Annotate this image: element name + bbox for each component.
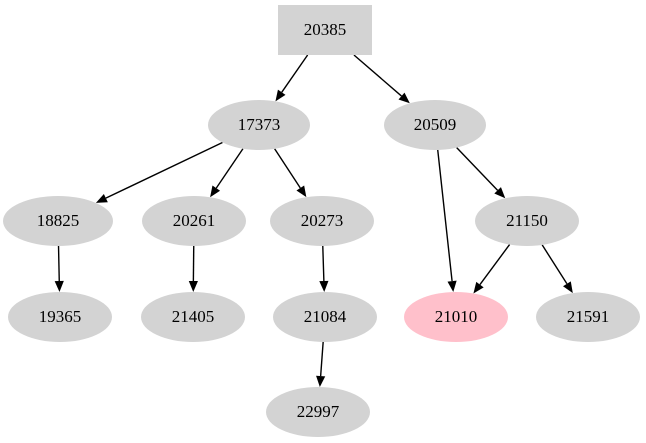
node-shape-22997[interactable] xyxy=(266,387,370,437)
graph-edge-arrowhead xyxy=(473,281,484,294)
edges-layer xyxy=(54,54,573,388)
graph-edge xyxy=(541,244,568,285)
graph-edge xyxy=(215,148,244,189)
node-shape-20261[interactable] xyxy=(142,196,246,246)
node-shape-18825[interactable] xyxy=(3,196,113,246)
graph-edge xyxy=(353,54,402,97)
node-shape-20273[interactable] xyxy=(270,196,374,246)
graph-edge xyxy=(281,54,309,93)
graph-node-21405[interactable]: 21405 xyxy=(141,292,245,342)
graph-node-19365[interactable]: 19365 xyxy=(8,292,112,342)
graph-edge xyxy=(319,341,324,377)
graph-node-20261[interactable]: 20261 xyxy=(142,196,246,246)
graph-edge xyxy=(57,245,60,282)
graph-node-21150[interactable]: 21150 xyxy=(475,196,579,246)
graph-edge xyxy=(322,245,325,282)
graph-edge-arrowhead xyxy=(398,92,410,104)
graph-node-21010[interactable]: 21010 xyxy=(404,292,508,342)
graph-edge-arrowhead xyxy=(447,280,457,293)
graph-edge xyxy=(105,141,223,199)
graph-edge-arrowhead xyxy=(563,281,573,294)
graph-node-20273[interactable]: 20273 xyxy=(270,196,374,246)
graph-edge xyxy=(274,148,301,189)
graph-edge-arrowhead xyxy=(210,185,221,198)
graph-node-20509[interactable]: 20509 xyxy=(384,100,486,150)
node-shape-19365[interactable] xyxy=(8,292,112,342)
node-shape-21084[interactable] xyxy=(273,292,377,342)
graph-edge-arrowhead xyxy=(54,280,64,292)
graph-node-20385[interactable]: 20385 xyxy=(278,5,372,55)
graph-edge-arrowhead xyxy=(296,185,307,198)
graph-node-21591[interactable]: 21591 xyxy=(536,292,640,342)
graph-edge-arrowhead xyxy=(316,375,326,388)
node-shape-17373[interactable] xyxy=(208,100,310,150)
node-shape-21591[interactable] xyxy=(536,292,640,342)
graph-edge xyxy=(456,147,499,191)
node-shape-20385[interactable] xyxy=(278,5,372,55)
graph-edge-arrowhead xyxy=(95,194,108,203)
graph-edge-arrowhead xyxy=(275,89,286,102)
graph-edge xyxy=(437,149,453,282)
node-shape-21405[interactable] xyxy=(141,292,245,342)
graph-edge xyxy=(479,244,511,286)
graph-node-18825[interactable]: 18825 xyxy=(3,196,113,246)
graph-node-22997[interactable]: 22997 xyxy=(266,387,370,437)
graph-node-17373[interactable]: 17373 xyxy=(208,100,310,150)
node-shape-21150[interactable] xyxy=(475,196,579,246)
graph-edge-arrowhead xyxy=(494,187,506,199)
graph-node-21084[interactable]: 21084 xyxy=(273,292,377,342)
node-shape-20509[interactable] xyxy=(384,100,486,150)
node-shape-21010[interactable] xyxy=(404,292,508,342)
graph-edge-arrowhead xyxy=(188,280,198,292)
graph-edge-arrowhead xyxy=(319,280,329,292)
